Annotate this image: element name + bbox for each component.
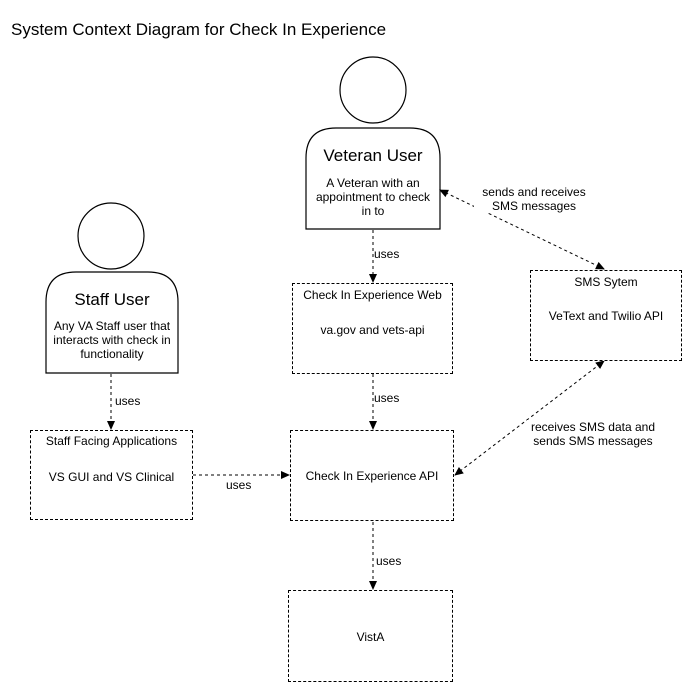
system-staff-facing-applications-description: VS GUI and VS Clinical [48, 470, 175, 484]
edge-label-api-sms: receives SMS data and sends SMS messages [527, 420, 659, 448]
edge-label-staff-staffapps: uses [115, 394, 141, 408]
veteran-body [305, 127, 441, 230]
staff-description: Any VA Staff user that interacts with ch… [53, 319, 171, 361]
edge-label-veteran-web: uses [374, 247, 400, 261]
staff-name: Staff User [74, 290, 150, 309]
edge-label-web-api: uses [374, 391, 400, 405]
edge-label-api-vista: uses [376, 554, 402, 568]
system-check-in-api-label: Check In Experience API [305, 469, 439, 483]
staff-body [45, 271, 179, 374]
veteran-head [339, 56, 407, 124]
edge-label-veteran-sms: sends and receives SMS messages [474, 185, 594, 213]
system-staff-facing-applications: Staff Facing Applications VS GUI and VS … [30, 430, 193, 520]
system-vista-label: VistA [356, 630, 385, 644]
edge-veteran-sms [439, 189, 605, 270]
veteran-person-shape [305, 56, 441, 230]
veteran-description: A Veteran with an appointment to check i… [315, 176, 431, 218]
edge-api-sms [454, 360, 605, 476]
system-check-in-web-title: Check In Experience Web [303, 288, 442, 302]
system-check-in-api: Check In Experience API [290, 430, 454, 521]
system-sms-description: VeText and Twilio API [548, 309, 664, 323]
system-sms-title: SMS Sytem [574, 275, 638, 289]
system-check-in-web-description: va.gov and vets-api [320, 323, 425, 337]
system-check-in-web: Check In Experience Web va.gov and vets-… [292, 283, 453, 374]
diagram-title: System Context Diagram for Check In Expe… [11, 20, 387, 39]
system-sms: SMS Sytem VeText and Twilio API [530, 270, 682, 361]
system-staff-facing-applications-title: Staff Facing Applications [45, 434, 178, 448]
system-vista: VistA [288, 590, 453, 682]
veteran-name: Veteran User [323, 146, 423, 165]
edge-label-staffapps-api: uses [226, 478, 252, 492]
staff-person-shape [45, 202, 179, 374]
staff-head [77, 202, 145, 270]
